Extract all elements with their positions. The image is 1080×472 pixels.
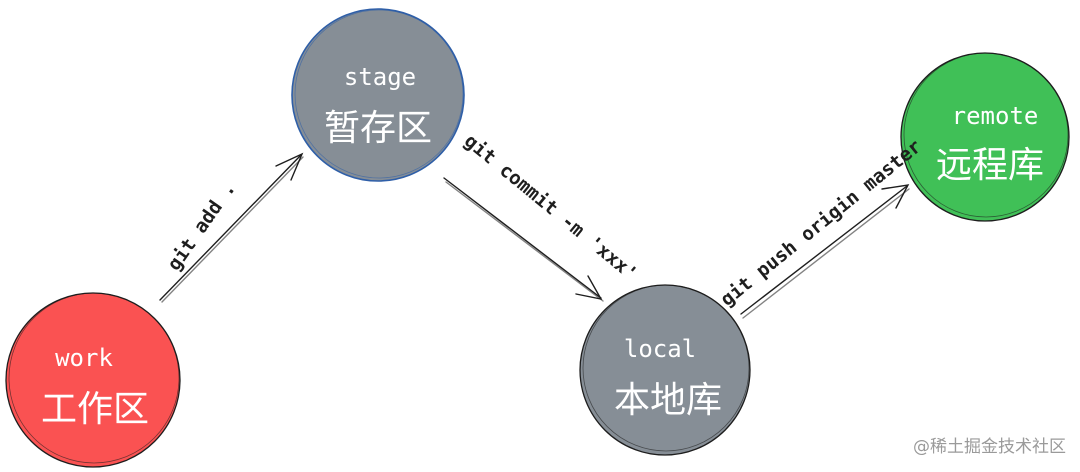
edge-commit-line-sketch — [445, 181, 604, 302]
edge-add: git add . — [159, 152, 304, 303]
edge-add-line — [159, 154, 302, 301]
edge-add-arrowhead — [275, 152, 304, 181]
node-work-en-label: work — [55, 344, 113, 372]
edge-push-line — [740, 185, 908, 315]
node-remote-circle — [900, 52, 1070, 222]
edge-push-label: git push origin master — [716, 135, 925, 310]
node-local-circle — [579, 284, 751, 456]
node-work-circle — [5, 292, 181, 468]
edge-add-line-sketch — [161, 156, 304, 303]
edge-push-line-sketch — [742, 188, 910, 319]
node-remote: remote 远程库 — [900, 52, 1070, 222]
node-local: local 本地库 — [579, 284, 751, 456]
node-local-zh-label: 本地库 — [614, 380, 722, 421]
node-remote-sketch-ring — [903, 52, 1069, 218]
node-work-zh-label: 工作区 — [41, 389, 149, 430]
watermark: @稀土掘金技术社区 — [913, 437, 1066, 457]
node-stage-zh-label: 暂存区 — [324, 108, 432, 149]
node-remote-zh-label: 远程库 — [936, 145, 1044, 186]
node-work-sketch-ring — [8, 292, 180, 464]
edge-commit: git commit -m 'xxx' — [443, 130, 642, 302]
node-work: work 工作区 — [5, 292, 181, 468]
node-stage: stage 暂存区 — [291, 8, 465, 182]
node-stage-circle — [291, 8, 465, 182]
node-local-sketch-ring — [582, 284, 750, 452]
edge-commit-line — [443, 177, 602, 299]
node-local-en-label: local — [624, 335, 696, 363]
node-stage-sketch-ring — [294, 9, 464, 179]
edge-commit-arrowhead — [575, 275, 603, 300]
edge-push: git push origin master — [716, 135, 926, 319]
node-stage-en-label: stage — [344, 63, 416, 91]
edge-push-arrowhead — [881, 184, 910, 209]
node-remote-en-label: remote — [952, 102, 1039, 130]
